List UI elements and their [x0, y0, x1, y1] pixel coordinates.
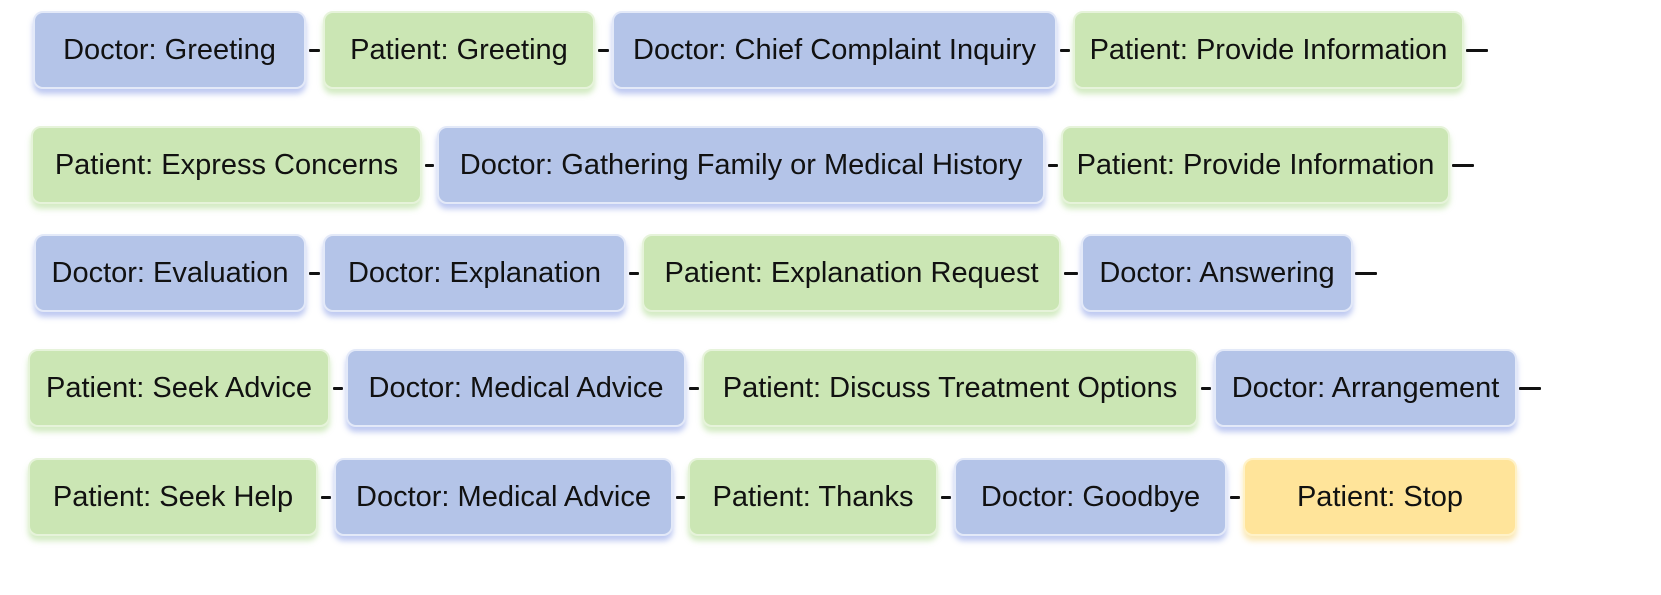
patient-step-node: Patient: Thanks	[688, 458, 938, 536]
flow-connector	[425, 164, 434, 167]
doctor-step-node: Doctor: Explanation	[323, 234, 626, 312]
doctor-step-node: Doctor: Medical Advice	[346, 349, 686, 427]
patient-step-node: Patient: Seek Help	[28, 458, 318, 536]
flow-connector	[941, 496, 951, 499]
doctor-step-node: Doctor: Evaluation	[34, 234, 306, 312]
patient-step-node: Patient: Discuss Treatment Options	[702, 349, 1198, 427]
flow-connector	[1230, 496, 1240, 499]
flow-connector	[321, 496, 331, 499]
flow-connector	[1466, 49, 1488, 52]
flow-connector	[598, 49, 609, 52]
stop-node: Patient: Stop	[1243, 458, 1517, 536]
flow-connector	[1060, 49, 1070, 52]
flow-connector	[1048, 164, 1058, 167]
flow-connector	[1064, 272, 1078, 275]
flow-connector	[333, 387, 343, 390]
doctor-step-node: Doctor: Arrangement	[1214, 349, 1517, 427]
patient-step-node: Patient: Seek Advice	[28, 349, 330, 427]
doctor-step-node: Doctor: Greeting	[33, 11, 306, 89]
patient-step-node: Patient: Provide Information	[1073, 11, 1464, 89]
patient-step-node: Patient: Express Concerns	[31, 126, 422, 204]
flow-connector	[1452, 164, 1474, 167]
doctor-step-node: Doctor: Answering	[1081, 234, 1353, 312]
flow-connector	[1519, 387, 1541, 390]
flow-connector	[676, 496, 685, 499]
doctor-step-node: Doctor: Goodbye	[954, 458, 1227, 536]
patient-step-node: Patient: Provide Information	[1061, 126, 1450, 204]
patient-step-node: Patient: Greeting	[323, 11, 595, 89]
patient-step-node: Patient: Explanation Request	[642, 234, 1061, 312]
doctor-step-node: Doctor: Chief Complaint Inquiry	[612, 11, 1057, 89]
flow-connector	[1355, 272, 1377, 275]
flow-connector	[309, 49, 320, 52]
flow-connector	[1201, 387, 1211, 390]
doctor-step-node: Doctor: Medical Advice	[334, 458, 673, 536]
doctor-step-node: Doctor: Gathering Family or Medical Hist…	[437, 126, 1045, 204]
flow-connector	[629, 272, 639, 275]
flow-connector	[689, 387, 699, 390]
flow-connector	[309, 272, 320, 275]
